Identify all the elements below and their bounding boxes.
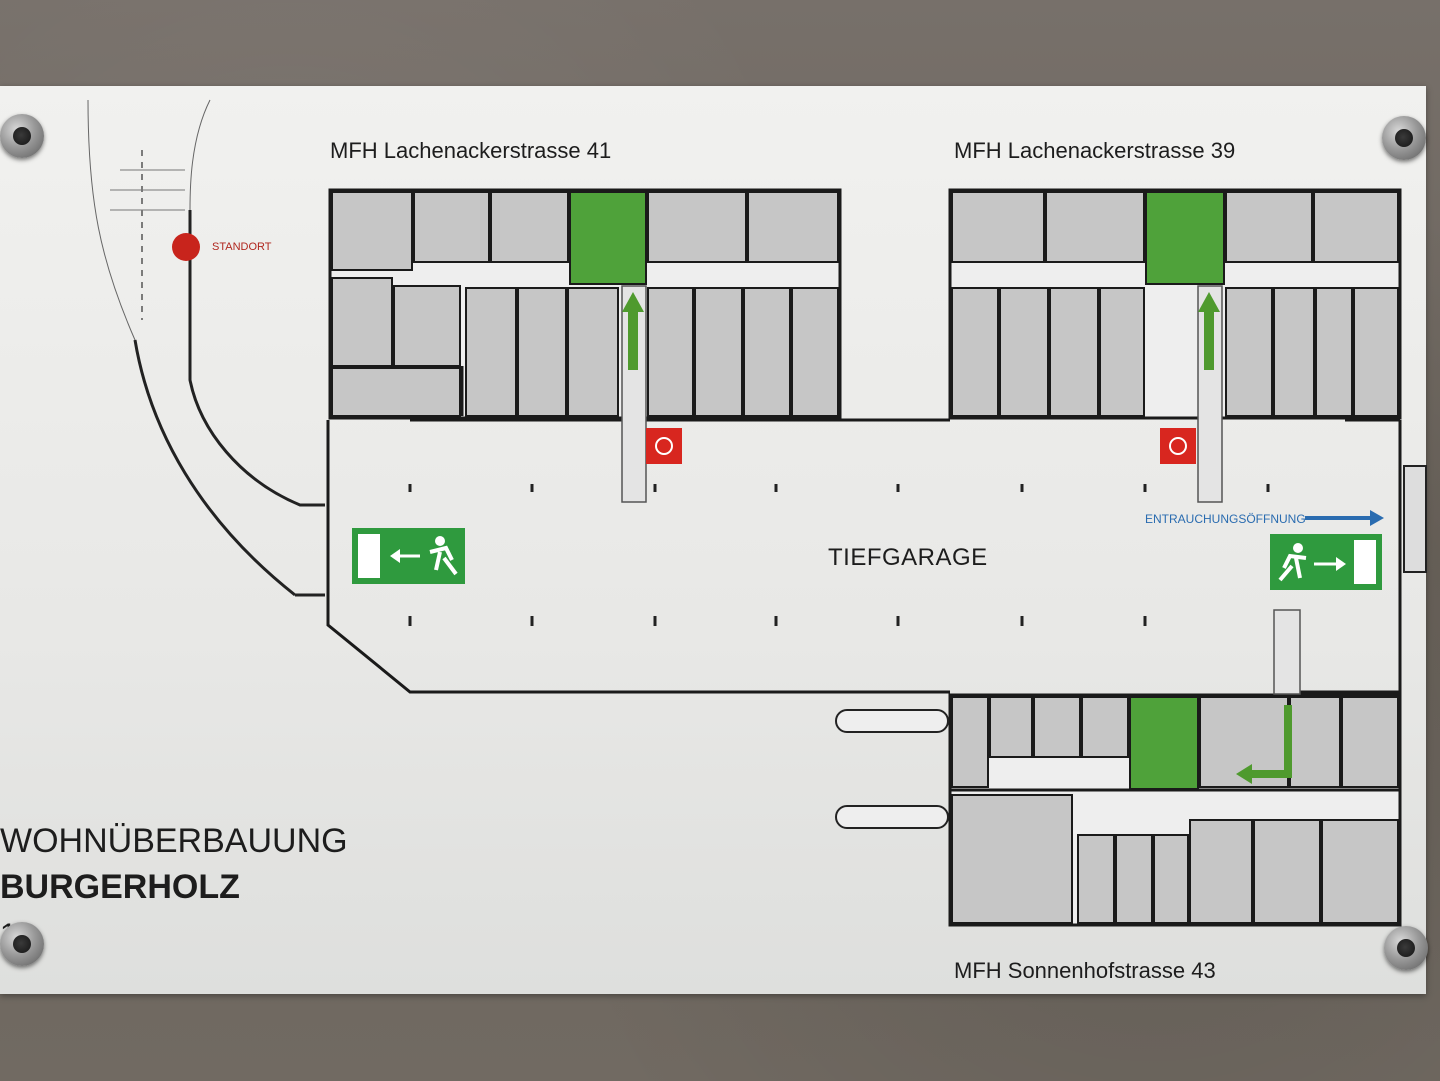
stairwell-39 xyxy=(1145,191,1225,285)
building-label-39: MFH Lachenackerstrasse 39 xyxy=(954,138,1236,163)
stairwell-43 xyxy=(1129,696,1199,790)
building-label-43: MFH Sonnenhofstrasse 43 xyxy=(954,958,1216,983)
building-39 xyxy=(948,188,1402,420)
building-41 xyxy=(328,188,842,420)
stairwell-41 xyxy=(569,191,647,285)
standort-label: STANDORT xyxy=(212,241,272,253)
project-title-line2: BURGERHOLZ xyxy=(0,868,240,906)
emergency-exit-right-icon xyxy=(1270,534,1382,590)
screw-icon xyxy=(0,922,44,966)
access-ramp xyxy=(87,99,325,597)
fire-hose-icon xyxy=(646,428,1196,464)
building-label-41: MFH Lachenackerstrasse 41 xyxy=(330,138,612,163)
vent-arrow-icon xyxy=(1305,510,1384,526)
parking-markers-bottom xyxy=(408,616,1147,626)
project-title-line1: WOHNÜBERBAUUNG xyxy=(0,822,348,860)
pipes xyxy=(835,709,949,829)
garage-label: TIEFGARAGE xyxy=(828,544,988,571)
screw-icon xyxy=(1384,926,1428,970)
building-43 xyxy=(948,693,1402,927)
vent-grille xyxy=(1403,465,1427,573)
screw-icon xyxy=(0,114,44,158)
emergency-exit-left-icon xyxy=(352,528,465,584)
screw-icon xyxy=(1382,116,1426,160)
standort-marker xyxy=(172,233,200,261)
escape-arrow-icon xyxy=(622,292,1292,784)
parking-markers-top xyxy=(408,484,1270,492)
smoke-vent-label: ENTRAUCHUNGSÖFFNUNG xyxy=(1145,512,1306,526)
garage-outline xyxy=(326,418,1402,694)
